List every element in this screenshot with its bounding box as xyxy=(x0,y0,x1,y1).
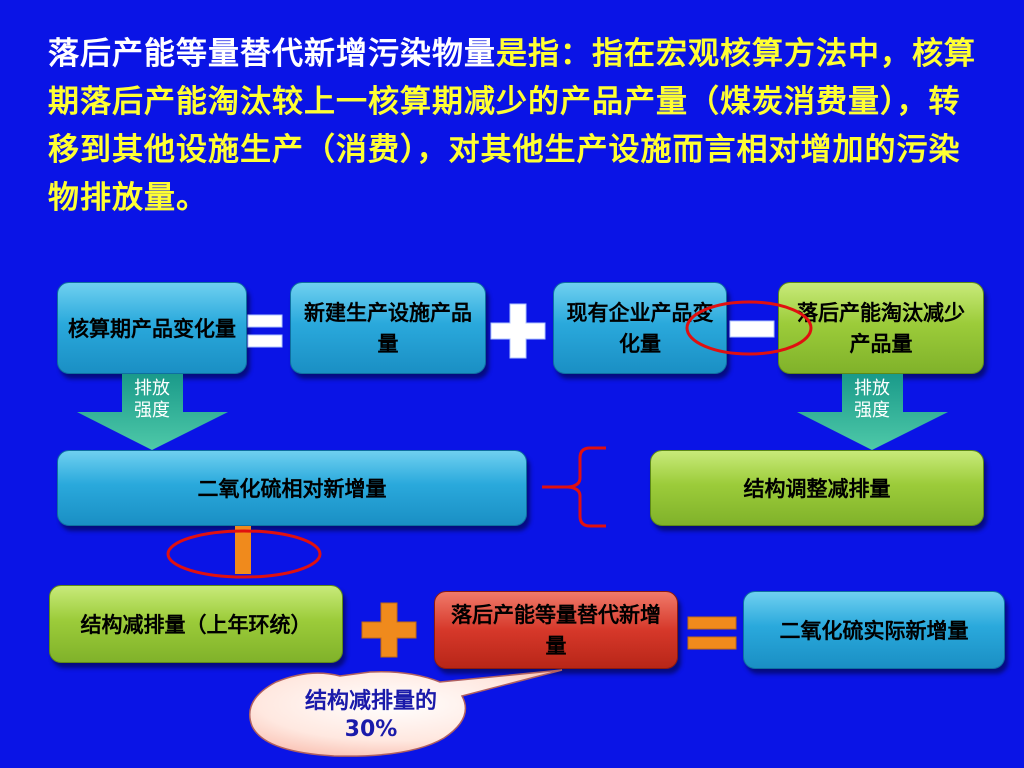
box-structural-reduction-last-year: 结构减排量（上年环统） xyxy=(49,585,343,663)
callout-text: 结构减排量的30% xyxy=(304,689,437,742)
equals-orange-icon xyxy=(687,616,737,650)
box-new-facility-product: 新建生产设施产品量 xyxy=(290,282,486,374)
highlight-ellipse-connector xyxy=(166,529,322,579)
box-label: 结构调整减排量 xyxy=(743,475,891,501)
box-so2-relative-increase: 二氧化硫相对新增量 xyxy=(57,450,527,526)
emission-intensity-label-left: 排放强度 xyxy=(134,378,170,421)
plus-icon xyxy=(490,303,546,359)
box-label: 落后产能等量替代新增量 xyxy=(451,602,661,658)
emission-intensity-label-right: 排放强度 xyxy=(854,378,890,421)
box-label: 现有企业产品变化量 xyxy=(566,300,714,356)
box-label: 新建生产设施产品量 xyxy=(304,300,472,356)
callout-bubble xyxy=(249,669,563,757)
box-so2-actual-increase: 二氧化硫实际新增量 xyxy=(743,591,1005,669)
box-obsolete-replacement-increase: 落后产能等量替代新增量 xyxy=(434,591,678,669)
plus-orange-icon xyxy=(361,602,417,658)
intro-definition: 是指：指在宏观核算方法中，核算期落后产能淘汰较上一核算期减少的产品产量（煤炭消费… xyxy=(48,36,976,216)
box-period-product-change: 核算期产品变化量 xyxy=(57,282,247,374)
equals-icon xyxy=(247,314,283,348)
box-label: 落后产能淘汰减少产品量 xyxy=(797,300,965,356)
box-label: 二氧化硫实际新增量 xyxy=(779,617,969,643)
connector-bar xyxy=(235,526,251,574)
down-arrow-left-icon xyxy=(77,374,228,450)
intro-term: 落后产能等量替代新增污染物量 xyxy=(48,36,496,72)
box-label: 核算期产品变化量 xyxy=(68,315,236,341)
box-structural-adjustment-reduction: 结构调整减排量 xyxy=(650,450,984,526)
box-label: 二氧化硫相对新增量 xyxy=(197,475,387,501)
box-existing-enterprise-change: 现有企业产品变化量 xyxy=(553,282,727,374)
intro-paragraph: 落后产能等量替代新增污染物量是指：指在宏观核算方法中，核算期落后产能淘汰较上一核… xyxy=(48,30,988,222)
minus-icon xyxy=(729,320,775,338)
down-arrow-right-icon xyxy=(797,374,948,450)
brace-icon xyxy=(542,446,606,528)
box-label: 结构减排量（上年环统） xyxy=(80,611,312,637)
highlight-ellipse-minus xyxy=(685,300,813,356)
